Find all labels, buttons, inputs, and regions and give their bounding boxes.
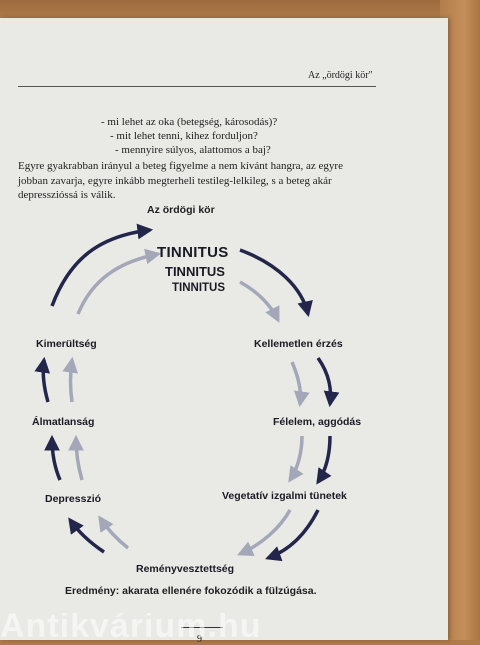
arrow-light-to-tinnitus [76, 248, 162, 315]
paragraph-line: depresszióssá is válik. [18, 189, 116, 201]
arrow-dark-to-vegetativ [316, 435, 332, 485]
arrow-dark-to-kellemetlen [239, 248, 313, 318]
node-kimerultseg: Kimerültség [36, 338, 97, 350]
result-line: Eredmény: akarata ellenére fokozódik a f… [65, 585, 317, 597]
body-paragraph: Egyre gyakrabban irányul a beteg figyelm… [18, 159, 388, 203]
running-head: Az „ördögi kör" [308, 70, 373, 81]
node-depresszio: Depresszió [45, 493, 102, 505]
paragraph-line: Egyre gyakrabban irányul a beteg figyelm… [18, 160, 343, 172]
arrow-light-to-depresszio [98, 515, 130, 550]
book-page: Az „ördögi kör" - mi lehet az oka (beteg… [0, 18, 448, 645]
arrow-light-to-remeny [237, 509, 292, 556]
node-tinnitus-small: TINNITUS [172, 282, 226, 294]
node-almatlansag: Álmatlanság [32, 416, 95, 428]
footer-rule [181, 627, 223, 628]
node-remenyvesztettseg: Reményvesztettség [136, 563, 235, 575]
question-line: - mit lehet tenni, kihez forduljon? [110, 130, 258, 142]
arrow-dark-to-tinnitus [50, 223, 154, 307]
node-tinnitus-large: TINNITUS [157, 244, 229, 261]
question-line: - mennyire súlyos, alattomos a baj? [115, 144, 271, 156]
arrow-dark-to-felelem [316, 356, 340, 408]
vicious-circle-diagram [34, 223, 340, 562]
arrow-light-to-almatlansag [68, 434, 84, 481]
arrow-dark-to-kimerultseg [34, 356, 51, 403]
arrow-light-to-vegetativ [288, 435, 304, 483]
arrow-light-to-felelem [290, 361, 310, 408]
arrow-dark-to-depresszio [68, 517, 105, 554]
header-rule [18, 86, 376, 87]
arrow-dark-to-almatlansag [44, 434, 62, 481]
question-line: - mi lehet az oka (betegség, károsodás)? [101, 116, 278, 128]
watermark: Antikvárium.hu [0, 613, 262, 640]
node-tinnitus-medium: TINNITUS [165, 264, 225, 279]
arrow-light-to-kellemetlen [239, 280, 280, 323]
figure-title: Az ördögi kör [147, 204, 215, 216]
paragraph-line: jobban zavarja, egyre inkább megterheli … [18, 174, 332, 187]
arrow-dark-to-remeny [265, 509, 320, 562]
node-kellemetlen-erzes: Kellemetlen érzés [254, 338, 343, 350]
arrow-light-to-kimerultseg [62, 356, 79, 403]
node-vegetativ-tunetek: Vegetatív izgalmi tünetek [222, 490, 347, 502]
node-felelem-aggodas: Félelem, aggódás [273, 416, 362, 428]
